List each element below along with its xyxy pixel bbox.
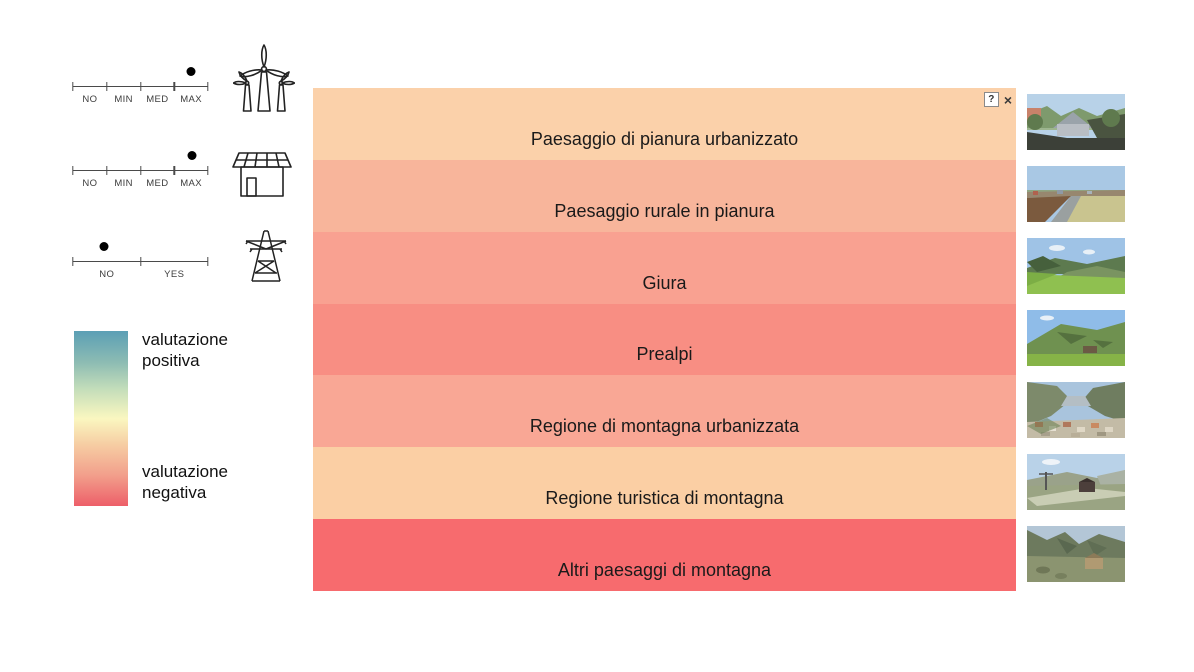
- tick-mark: [106, 82, 108, 91]
- band-label: Paesaggio di pianura urbanizzato: [530, 128, 799, 149]
- chart-band: Giura: [313, 231, 1016, 304]
- band-label: Altri paesaggi di montagna: [557, 560, 772, 581]
- band-label: Regione turistica di montagna: [545, 488, 784, 509]
- tick-mark: [139, 257, 142, 266]
- tick-mark: [173, 166, 175, 175]
- tick-label: NO: [99, 269, 115, 280]
- photo-other-mountain: [1027, 526, 1125, 582]
- photo-prealps: [1027, 310, 1125, 366]
- powerline-slider[interactable]: NO YES: [72, 240, 209, 284]
- band-label: Giura: [642, 272, 687, 293]
- tick-mark: [139, 166, 142, 175]
- tick-mark: [72, 82, 74, 91]
- tick-label: NO: [82, 94, 98, 105]
- band-label: Prealpi: [636, 344, 693, 365]
- photo-urbanized-plain: [1027, 94, 1125, 150]
- band-label: Paesaggio rurale in pianura: [554, 200, 775, 221]
- tick-mark: [139, 82, 142, 91]
- wind-turbines-icon: [233, 42, 295, 114]
- tick-mark: [72, 166, 74, 175]
- chart-band: Paesaggio di pianura urbanizzato: [313, 88, 1016, 160]
- legend-negative-label: valutazione negativa: [142, 462, 229, 502]
- solar-slider[interactable]: NO MIN MED MAX: [72, 149, 209, 193]
- photo-urbanized-mountain: [1027, 382, 1125, 438]
- tick-label: MAX: [180, 94, 203, 105]
- chart-band: Altri paesaggi di montagna: [313, 519, 1016, 592]
- power-pylon-icon: [240, 227, 292, 285]
- tick-label: MIN: [114, 94, 133, 105]
- tick-label: NO: [82, 178, 98, 189]
- tick-mark: [106, 166, 108, 175]
- chart-band: Regione turistica di montagna: [313, 447, 1016, 520]
- landscape-photo-column: [1027, 94, 1125, 598]
- valuation-chart: ? × Paesaggio di pianura urbanizzato Pae…: [313, 88, 1016, 592]
- wind-slider[interactable]: NO MIN MED MAX: [72, 65, 209, 109]
- valuation-gradient-legend: [74, 331, 128, 506]
- help-button[interactable]: ?: [983, 92, 999, 107]
- chart-band: Paesaggio rurale in pianura: [313, 159, 1016, 232]
- tick-label: MIN: [114, 178, 133, 189]
- photo-jura: [1027, 238, 1125, 294]
- tick-mark: [173, 82, 175, 91]
- powerline-slider-handle[interactable]: [99, 242, 109, 251]
- band-label: Regione di montagna urbanizzata: [529, 416, 800, 437]
- solar-panel-house-icon: [231, 147, 293, 199]
- tick-mark: [207, 257, 209, 266]
- tick-mark: [207, 166, 209, 175]
- close-icon[interactable]: ×: [1003, 91, 1012, 108]
- chart-band: Regione di montagna urbanizzata: [313, 375, 1016, 448]
- tick-mark: [207, 82, 209, 91]
- tick-label: YES: [164, 269, 185, 280]
- chart-band: Prealpi: [313, 303, 1016, 376]
- tick-mark: [72, 257, 74, 266]
- solar-slider-handle[interactable]: [187, 151, 197, 160]
- tick-label: MAX: [180, 178, 203, 189]
- wind-slider-handle[interactable]: [186, 67, 196, 76]
- tick-label: MED: [146, 94, 169, 105]
- photo-rural-plain: [1027, 166, 1125, 222]
- tick-label: MED: [146, 178, 169, 189]
- chart-controls: ? ×: [983, 91, 1012, 108]
- legend-positive-label: valutazione positiva: [142, 330, 229, 370]
- photo-tourist-mountain: [1027, 454, 1125, 510]
